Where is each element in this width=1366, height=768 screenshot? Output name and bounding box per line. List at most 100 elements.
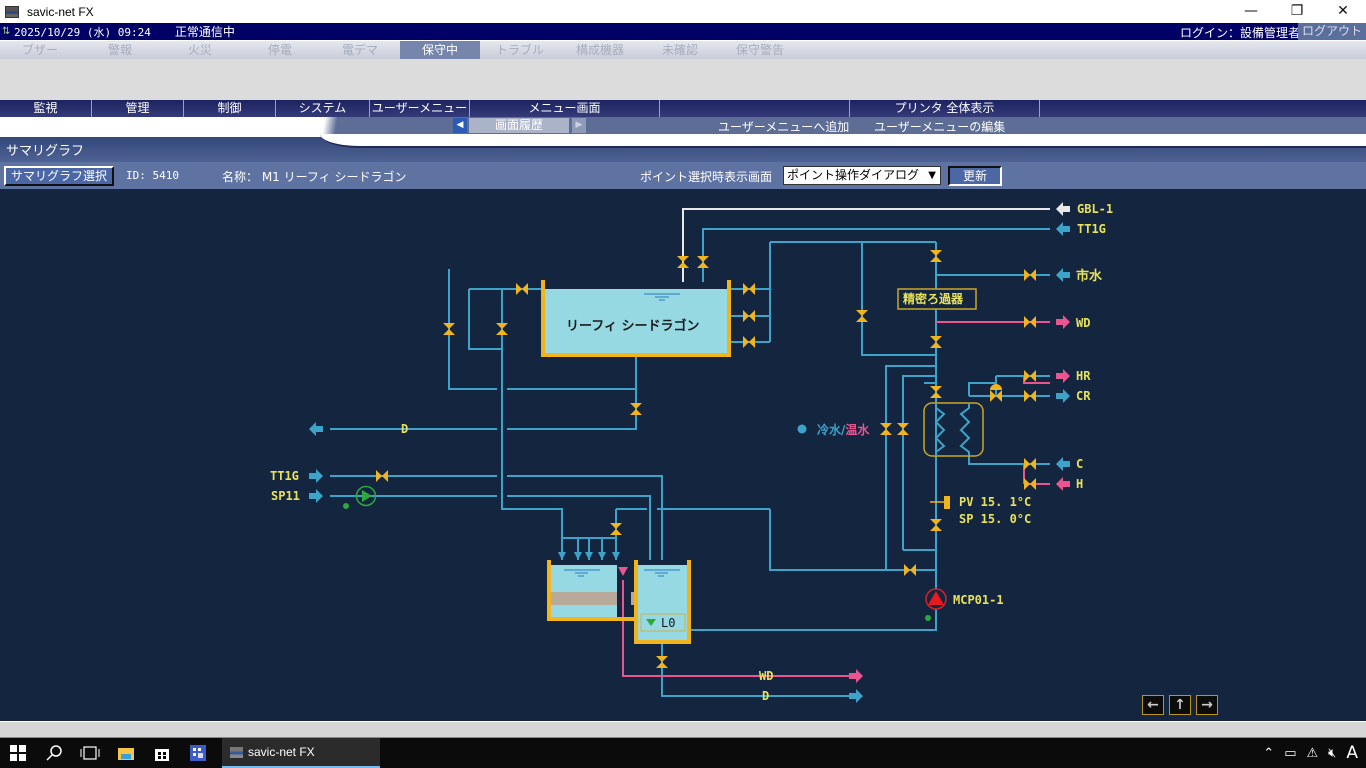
comm-status-icon: ⇅ [2,25,11,37]
file-explorer-icon[interactable] [108,738,144,768]
history-button[interactable]: 画面履歴 [469,118,569,133]
edit-user-menu-link[interactable]: ユーザーメニューの編集 [874,120,1006,134]
label-d-bottom: D [762,689,769,703]
arrow-wd-right [1056,315,1070,329]
control-panel-icon[interactable] [180,738,216,768]
store-icon[interactable] [144,738,180,768]
label-city-water: 市水 [1076,268,1103,284]
app-icon [5,5,19,18]
arrow-hr [1056,369,1070,383]
label-hr: HR [1076,369,1091,383]
arrow-c [1056,457,1070,471]
app-icon [230,747,243,758]
diagram-svg: GBL-1 TT1G 市水 WD HR CR C H D TT1G SP11 W… [270,202,1113,703]
alarm-tab-demand[interactable]: 電デマ [341,43,378,57]
menu-blank[interactable] [660,100,850,117]
network-warning-icon[interactable]: ⚠ [1306,745,1319,761]
chevron-down-icon: ▼ [928,170,936,181]
main-tank-label: リーフィ シードラゴン [566,318,700,334]
page-header: サマリグラフ [0,134,1366,162]
task-view-icon[interactable] [72,738,108,768]
pump-mcp01 [925,588,947,621]
sump-tanks [547,560,691,644]
arrow-d-bottom [849,689,863,703]
svg-text:冷水/温水: 冷水/温水 [817,422,870,437]
label-d-left: D [401,422,408,436]
menu-system[interactable]: システム [276,100,370,117]
menu-menu-screen[interactable]: メニュー画面 [470,100,660,117]
history-back-button[interactable]: ◀ [453,118,467,133]
close-button[interactable]: ✕ [1337,3,1349,19]
point-select-value: ポイント操作ダイアログ [787,168,920,182]
coolant-cold-label: 冷水 [817,422,842,437]
label-gbl: GBL-1 [1077,202,1113,216]
system-tray: ⌃ ▭ ⚠ 🔇︎ A [1263,738,1358,768]
taskbar-app-savic[interactable]: savic-net FX [222,738,380,768]
point-select-dropdown[interactable]: ポイント操作ダイアログ ▼ [783,166,941,185]
sp-value[interactable]: SP 15. 0°C [959,512,1031,526]
pump-sp11 [343,485,377,509]
ime-indicator[interactable]: A [1346,743,1358,763]
menu-printer-full-view[interactable]: プリンタ 全体表示 [850,100,1040,117]
menu-control[interactable]: 制御 [184,100,276,117]
comm-status: 正常通信中 [174,25,235,39]
alarm-tab-maintenance[interactable]: 保守中 [400,41,480,59]
label-c: C [1076,457,1083,471]
alarm-tab-buzzer[interactable]: ブザー [21,43,58,57]
logout-button[interactable]: ログアウト [1297,23,1366,40]
restore-button[interactable]: ❐ [1290,3,1304,19]
taskbar-app-label: savic-net FX [248,745,315,759]
add-to-user-menu-link[interactable]: ユーザーメニューへ追加 [718,120,850,134]
status-bar: ⇅ 2025/10/29 (水) 09:24 正常通信中 ログイン：設備管理者 … [0,23,1366,40]
filter-label: 精密ろ過器 [903,291,964,306]
alarm-tab-trouble[interactable]: トラブル [495,43,544,57]
line-arrows [309,202,1070,703]
arrow-wd-bottom [849,669,863,683]
arrow-tt1g-top [1056,222,1070,236]
battery-icon[interactable]: ▭ [1284,745,1297,761]
alarm-tab-fire[interactable]: 火災 [187,43,212,57]
pump-label[interactable]: MCP01-1 [953,593,1004,607]
search-icon[interactable] [36,738,72,768]
graph-toolbar: サマリグラフ選択 ID: 5410 名称： M1 リーフィ シードラゴン ポイン… [0,162,1366,189]
nav-left-button[interactable]: ← [1142,695,1164,715]
horizontal-scrollbar[interactable] [0,721,1366,738]
alarm-tab-unconfirmed[interactable]: 未確認 [661,43,698,57]
coolant-indicator [797,424,807,434]
menu-user-menu[interactable]: ユーザーメニュー [370,100,470,117]
menu-manage[interactable]: 管理 [92,100,184,117]
arrow-gbl [1056,202,1070,216]
arrow-h [1056,477,1070,491]
label-wd-bottom: WD [759,669,773,683]
alarm-message-area [0,59,1366,100]
nav-up-button[interactable]: ↑ [1169,695,1191,715]
summary-graph-select-button[interactable]: サマリグラフ選択 [4,166,115,186]
level-label[interactable]: L0 [661,616,675,630]
point-select-label: ポイント選択時表示画面 [640,170,773,184]
alarm-tab-maint-warning[interactable]: 保守警告 [735,43,784,57]
title-bar: savic-net FX — ❐ ✕ [0,0,1366,23]
arrow-city-water [1056,268,1070,282]
page-title: サマリグラフ [6,144,85,159]
menu-monitor[interactable]: 監視 [0,100,92,117]
datetime: 2025/10/29 (水) 09:24 [14,25,151,39]
label-sp11: SP11 [271,489,300,503]
windows-start-icon[interactable] [0,738,36,768]
history-forward-button[interactable]: ▶ [572,118,586,133]
speaker-muted-icon[interactable]: 🔇︎ [1328,745,1337,761]
alarm-tab-outage[interactable]: 停電 [267,43,292,57]
nav-right-button[interactable]: → [1196,695,1218,715]
update-button[interactable]: 更新 [948,166,1002,186]
pv-value[interactable]: PV 15. 1°C [959,495,1031,509]
label-h: H [1076,477,1083,491]
alarm-tab-alarm[interactable]: 警報 [107,43,132,57]
control-valve [990,384,1002,402]
arrow-sp11 [309,489,323,503]
window-title: savic-net FX [27,4,94,19]
main-tank [541,280,731,357]
tray-chevron-icon[interactable]: ⌃ [1263,745,1275,761]
minimize-button[interactable]: — [1244,3,1258,19]
alarm-tab-devices[interactable]: 構成機器 [575,43,624,57]
valves [376,250,1036,668]
login-user: ログイン：設備管理者 [1179,26,1300,40]
